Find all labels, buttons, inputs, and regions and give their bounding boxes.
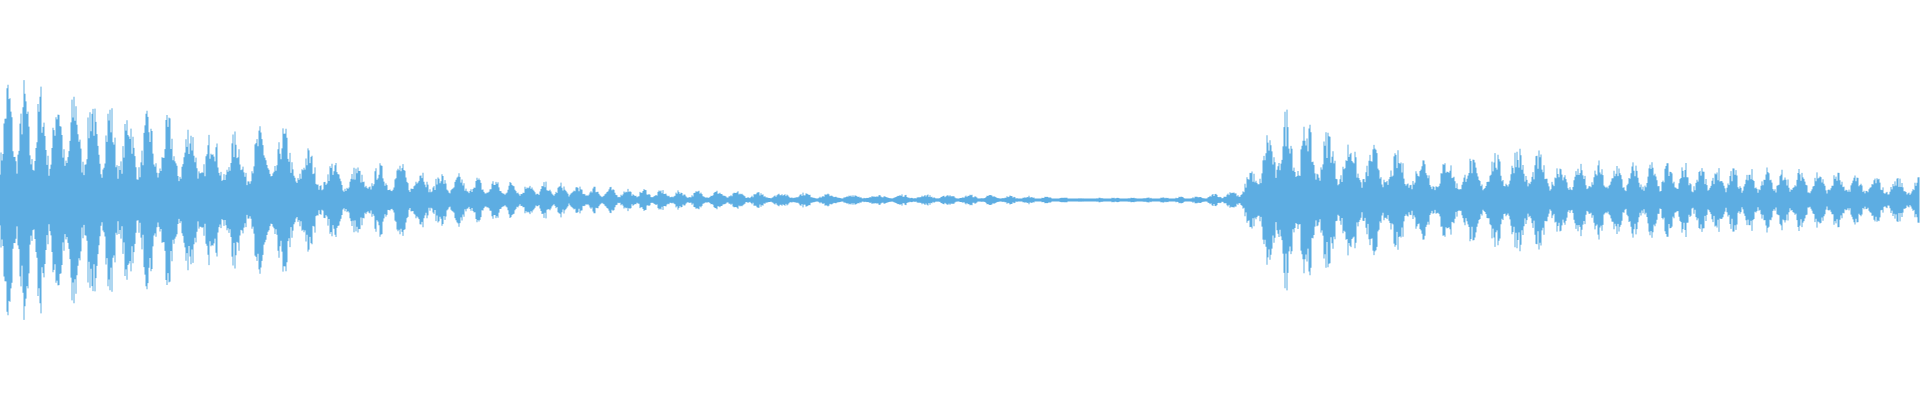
waveform-bars [0, 80, 1920, 320]
